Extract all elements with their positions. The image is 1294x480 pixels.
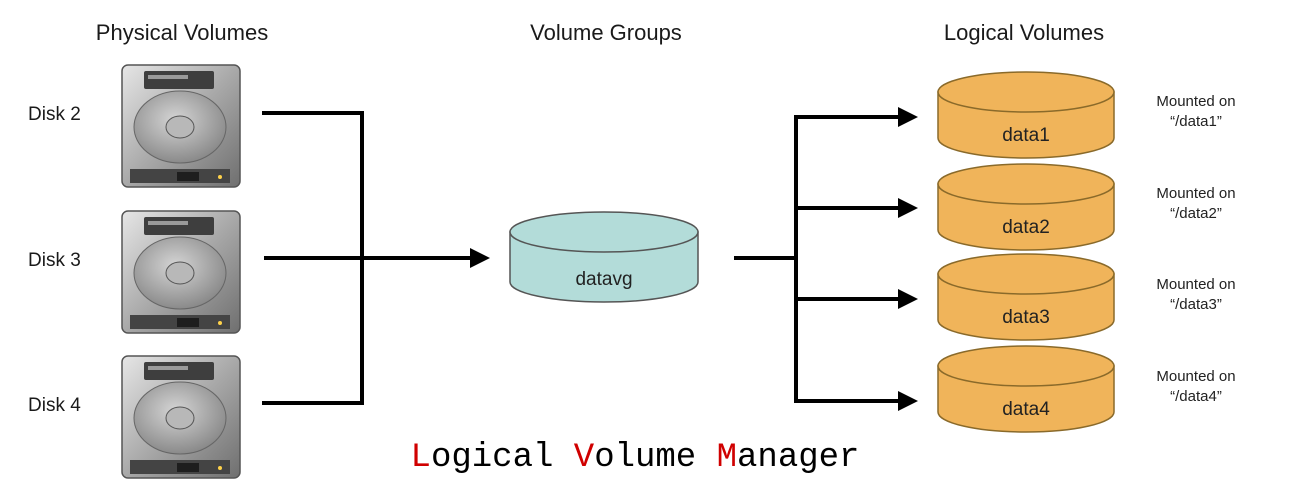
mount-note-data3: Mounted on “/data3” xyxy=(1156,276,1235,313)
title-part: anager xyxy=(737,439,859,477)
title-part: M xyxy=(717,439,737,477)
header-volume-groups: Volume Groups xyxy=(530,20,682,45)
logical-volume-data3: data3 xyxy=(937,253,1115,341)
mount-path: “/data3” xyxy=(1170,296,1222,313)
mount-line: Mounted on xyxy=(1156,185,1235,202)
mount-path: “/data4” xyxy=(1170,388,1222,405)
mount-path: “/data2” xyxy=(1170,205,1222,222)
mount-note-data2: Mounted on “/data2” xyxy=(1156,185,1235,222)
title-part: V xyxy=(574,439,595,477)
mount-note-data4: Mounted on “/data4” xyxy=(1156,368,1235,405)
mount-line: Mounted on xyxy=(1156,368,1235,385)
logical-volume-data1: data1 xyxy=(937,71,1115,159)
title-part: olume xyxy=(594,439,716,477)
title-part: ogical xyxy=(431,439,574,477)
hard-drive-icon xyxy=(121,355,241,479)
hard-drive-icon xyxy=(121,210,241,334)
lv-label: data2 xyxy=(1002,217,1050,238)
hard-drive-icon xyxy=(121,64,241,188)
mount-path: “/data1” xyxy=(1170,113,1222,130)
volume-group-label: datavg xyxy=(575,269,632,290)
header-physical-volumes: Physical Volumes xyxy=(96,20,268,45)
disk-4-label: Disk 4 xyxy=(28,395,81,416)
volume-group-cylinder: datavg xyxy=(509,211,699,303)
lv-label: data1 xyxy=(1002,125,1050,146)
diagram-title: Logical Volume Manager xyxy=(411,439,860,477)
disk-2-label: Disk 2 xyxy=(28,104,81,125)
header-logical-volumes: Logical Volumes xyxy=(944,20,1104,45)
disk-3-label: Disk 3 xyxy=(28,250,81,271)
logical-volume-data4: data4 xyxy=(937,345,1115,433)
logical-volume-data2: data2 xyxy=(937,163,1115,251)
lv-label: data4 xyxy=(1002,399,1050,420)
title-part: L xyxy=(411,439,431,477)
lv-connector-lines xyxy=(734,115,798,403)
mount-line: Mounted on xyxy=(1156,93,1235,110)
mount-note-data1: Mounted on “/data1” xyxy=(1156,93,1235,130)
lv-label: data3 xyxy=(1002,307,1050,328)
mount-line: Mounted on xyxy=(1156,276,1235,293)
